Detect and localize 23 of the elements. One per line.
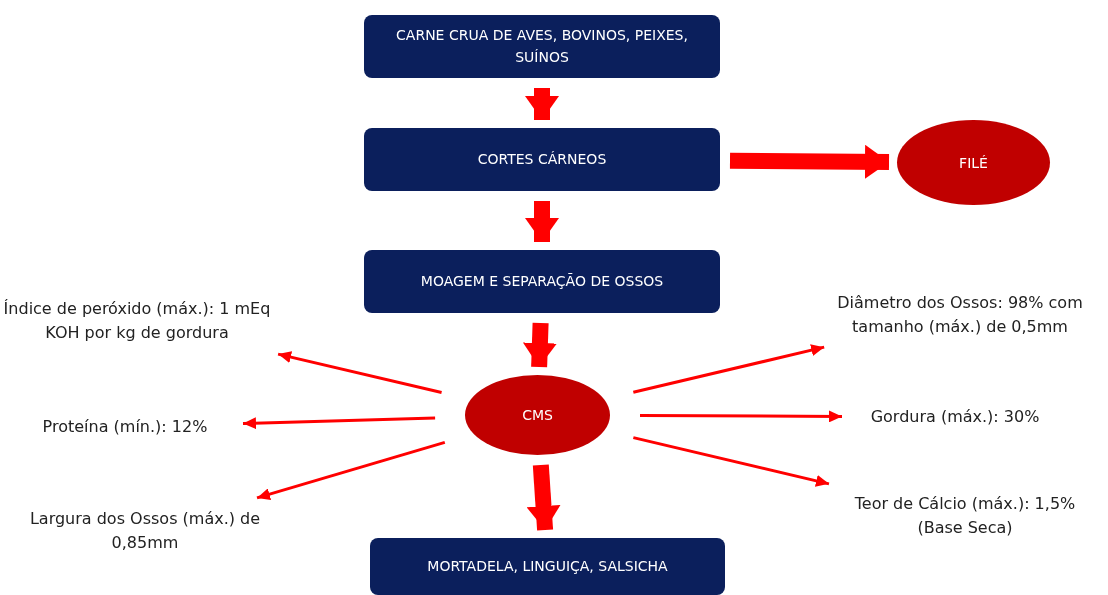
arrow [525, 201, 559, 242]
spec-text: Proteína (mín.): 12% [42, 416, 208, 438]
arrow [526, 464, 561, 531]
arrow [277, 351, 442, 394]
arrow [632, 344, 825, 394]
arrow [522, 322, 557, 368]
spec-text: Diâmetro dos Ossos: 98% com tamanho (máx.) de 0,5mm [836, 292, 1084, 338]
arrow [242, 416, 436, 430]
arrow [525, 88, 559, 120]
process-box: CARNE CRUA DE AVES, BOVINOS, PEIXES, SUÍNOS [364, 15, 720, 78]
spec-text: Gordura (máx.): 30% [870, 406, 1040, 428]
process-box: MOAGEM E SEPARAÇÃO DE OSSOS [364, 250, 720, 313]
arrow [256, 440, 446, 500]
spec-text: Índice de peróxido (máx.): 1 mEq KOH por kg de gordura [2, 298, 272, 344]
arrow [633, 436, 830, 487]
spec-text: Teor de Cálcio (máx.): 1,5% (Base Seca) [853, 493, 1077, 539]
process-ellipse: CMS [465, 375, 610, 455]
process-ellipse: FILÉ [897, 120, 1050, 205]
process-box: MORTADELA, LINGUIÇA, SALSICHA [370, 538, 725, 595]
spec-text: Largura dos Ossos (máx.) de 0,85mm [28, 508, 262, 554]
process-box: CORTES CÁRNEOS [364, 128, 720, 191]
arrow [729, 144, 890, 179]
arrow [640, 410, 842, 423]
